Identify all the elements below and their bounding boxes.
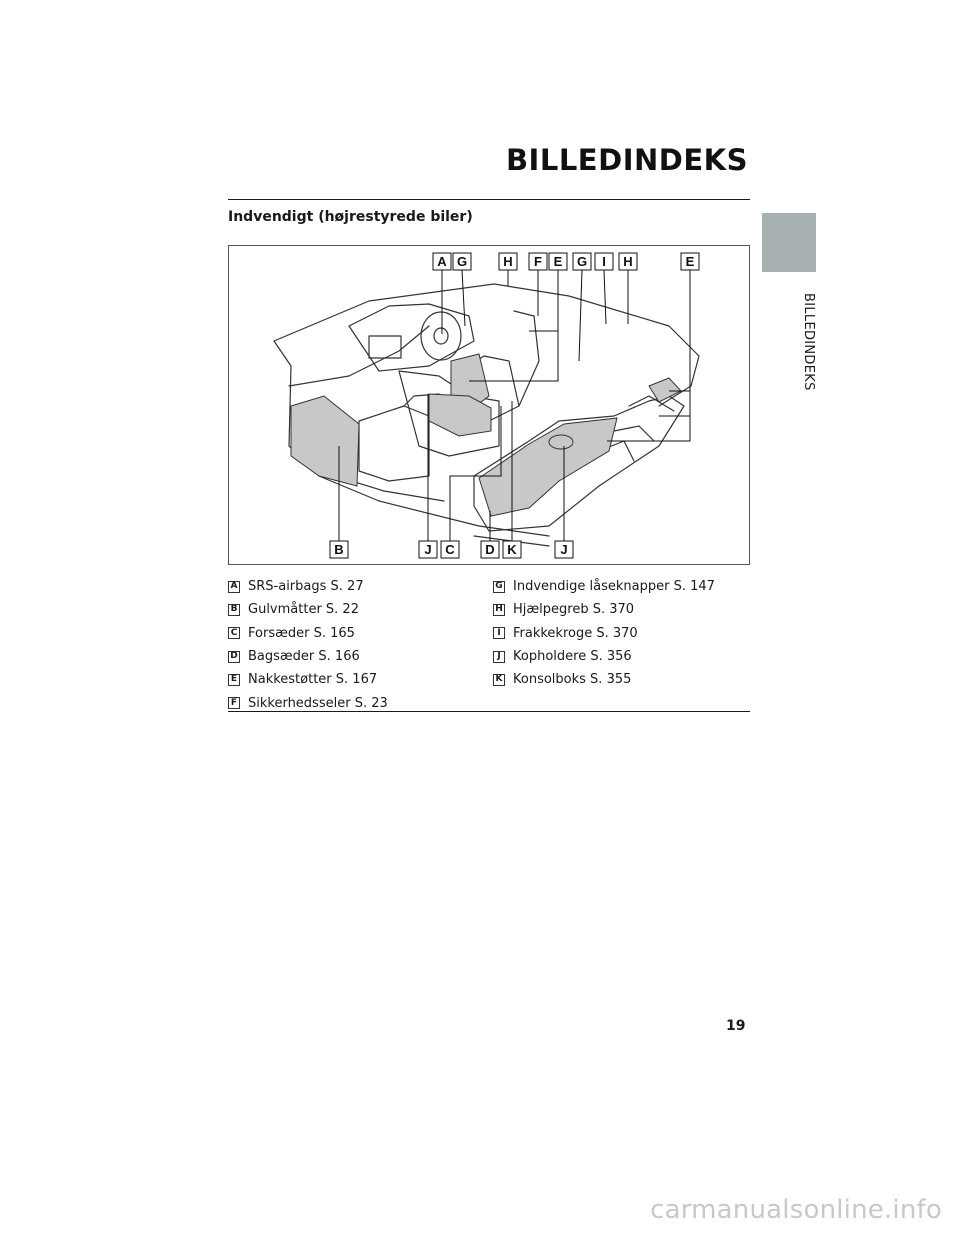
interior-illustration: A G H F E G I H E B J C D [228,245,750,565]
legend-letter: B [228,603,240,616]
legend-letter: J [493,650,505,663]
legend-letter: G [493,580,505,593]
callout-label: J [560,542,567,557]
callout-label: G [457,254,467,269]
cup-holder-highlight [548,434,574,450]
callout-label: E [554,254,563,269]
chapter-tab-label: BILLEDINDEKS [801,293,816,391]
watermark: carmanualsonline.info [650,1195,942,1225]
chapter-tab [762,213,816,272]
steering-wheel [420,311,462,361]
callout-label: H [503,254,512,269]
legend-letter: D [228,650,240,663]
legend-text: Kopholdere S. 356 [513,649,632,665]
callout-label: A [437,254,447,269]
legend-item: J Kopholdere S. 356 [493,645,715,668]
callout-label: I [602,254,606,269]
legend-text: Gulvmåtter S. 22 [248,602,359,618]
header-divider [228,199,750,200]
legend-column-right: G Indvendige låseknapper S. 147 H Hjælpe… [493,575,715,691]
legend-column-left: A SRS-airbags S. 27 B Gulvmåtter S. 22 C… [228,575,388,715]
rear-seat [473,395,685,532]
legend-text: Sikkerhedsseler S. 23 [248,695,388,711]
legend-item: A SRS-airbags S. 27 [228,575,388,598]
legend-item: D Bagsæder S. 166 [228,645,388,668]
legend-letter: I [493,627,505,640]
page-title: BILLEDINDEKS [505,143,748,177]
legend-item: F Sikkerhedsseler S. 23 [228,691,388,714]
callout-label: D [485,542,494,557]
center-display [368,335,402,359]
page-number: 19 [726,1018,746,1034]
section-title: Indvendigt (højrestyrede biler) [228,209,473,225]
car-interior-drawing: A G H F E G I H E B J C D [273,252,700,559]
callout-label: F [534,254,542,269]
legend-text: Hjælpegreb S. 370 [513,602,635,618]
legend-letter: C [228,627,240,640]
legend-text: Forsæder S. 165 [248,625,355,641]
legend-text: Frakkekroge S. 370 [513,625,638,641]
callout-label: E [686,254,695,269]
callout-label: K [507,542,517,557]
legend-text: Nakkestøtter S. 167 [248,672,378,688]
dashboard [348,303,475,372]
car-body-outline [273,283,700,407]
legend-text: Indvendige låseknapper S. 147 [513,579,715,595]
legend-text: SRS-airbags S. 27 [248,579,364,595]
legend-letter: A [228,580,240,593]
callout-label: G [577,254,587,269]
legend-letter: F [228,697,240,710]
legend-item: B Gulvmåtter S. 22 [228,598,388,621]
legend-item: G Indvendige låseknapper S. 147 [493,575,715,598]
callout-label: J [424,542,431,557]
legend-item: C Forsæder S. 165 [228,622,388,645]
legend-text: Bagsæder S. 166 [248,649,360,665]
callout-label: C [445,542,455,557]
callout-label: B [334,542,343,557]
figure-legend: A SRS-airbags S. 27 B Gulvmåtter S. 22 C… [228,575,750,711]
rear-seat-highlight [478,417,618,517]
legend-letter: E [228,673,240,686]
legend-divider [228,711,750,712]
legend-item: E Nakkestøtter S. 167 [228,668,388,691]
legend-item: K Konsolboks S. 355 [493,668,715,691]
legend-text: Konsolboks S. 355 [513,672,632,688]
floor-mat-highlight [290,395,360,487]
legend-item: H Hjælpegreb S. 370 [493,598,715,621]
legend-letter: H [493,603,505,616]
legend-letter: K [493,673,505,686]
center-console [398,370,500,457]
callout-label: H [623,254,632,269]
console-highlight [428,393,492,437]
legend-item: I Frakkekroge S. 370 [493,622,715,645]
